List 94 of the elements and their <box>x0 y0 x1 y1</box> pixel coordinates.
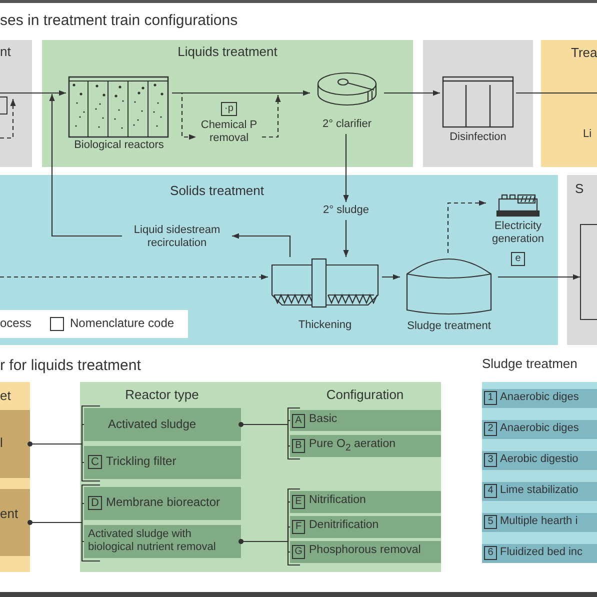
process-label: Membrane bioreactor <box>106 495 222 510</box>
panel-title: Reactor type <box>124 387 200 403</box>
process-label: Anaerobic diges <box>500 422 580 436</box>
option-row <box>482 544 597 563</box>
process-label: Chemical P removal <box>200 119 258 146</box>
panel-title: et <box>0 388 12 404</box>
process-label: Fluidized bed inc <box>500 546 584 560</box>
nomenclature-code: 5 <box>484 515 497 529</box>
process-label: Denitrification <box>309 519 380 533</box>
process-label: Biological reactors <box>73 139 165 152</box>
option-row <box>84 446 241 479</box>
arrow <box>262 95 281 138</box>
panel <box>0 382 30 572</box>
process-label: Activated sludge <box>108 417 198 432</box>
nomenclature-code: 2 <box>484 422 497 436</box>
process-label: 2° clarifier <box>321 118 373 132</box>
option-row <box>0 410 30 478</box>
arrow <box>447 200 486 253</box>
option-row <box>482 389 597 408</box>
option-row <box>0 489 30 556</box>
panel-title: Solids treatment <box>169 183 265 199</box>
nomenclature-code: E <box>292 495 305 509</box>
arrow <box>384 90 440 96</box>
panel <box>541 40 597 167</box>
arrow <box>498 274 580 280</box>
process-box <box>580 224 597 320</box>
process-label: Aerobic digestio <box>500 453 580 466</box>
nomenclature-code: D <box>88 496 102 510</box>
process-label: Activated sludge with biological nutrient removal <box>88 528 217 554</box>
option-row <box>482 482 597 501</box>
process-label: Basic <box>309 413 338 427</box>
panel <box>42 40 413 167</box>
process-label: l <box>0 435 4 451</box>
process-label: Disinfection <box>448 131 508 144</box>
nomenclature-code: 4 <box>484 484 497 498</box>
option-row <box>290 541 441 563</box>
nomenclature-code: 3 <box>484 453 497 467</box>
nomenclature-code: B <box>292 439 305 453</box>
panel <box>567 175 597 345</box>
nomenclature-code: 6 <box>484 546 497 560</box>
option-row <box>482 451 597 470</box>
option-row <box>482 420 597 439</box>
panel-title: S <box>575 181 585 197</box>
legend-label: Nomenclature code <box>70 316 174 330</box>
option-row <box>290 491 441 513</box>
arrow <box>232 233 291 257</box>
process-label: Nitrification <box>309 494 367 508</box>
process-label: Phosphorous removal <box>309 544 422 558</box>
panel-title: Configuration <box>325 387 405 403</box>
connector-line <box>516 92 597 94</box>
process-label: Pure O$_{2}$ aeration <box>309 438 397 454</box>
legend-label: ocess <box>0 316 32 330</box>
panel-title: Sludge treatmen <box>482 356 578 372</box>
arrow <box>0 90 66 96</box>
option-row <box>84 408 241 441</box>
arrow <box>172 92 196 140</box>
nomenclature-code: e <box>511 252 525 266</box>
process-label: ent <box>0 506 20 522</box>
process-label: Thickening <box>297 319 353 332</box>
arrow <box>382 274 400 280</box>
nomenclature-code: C <box>88 455 102 469</box>
arrow <box>343 134 349 202</box>
diagram-title: ses in treatment train configurations <box>0 12 238 30</box>
arrow <box>49 94 122 237</box>
process-label: Sludge treatment <box>406 320 492 334</box>
process-label: Multiple hearth i <box>500 515 579 528</box>
panel <box>482 356 597 565</box>
option-row <box>84 525 241 558</box>
panel-title: Liquids treatment <box>176 44 278 60</box>
nomenclature-code: A <box>292 414 305 428</box>
panel <box>0 40 32 167</box>
arrow <box>343 220 349 257</box>
panel <box>80 382 441 572</box>
section-heading: r for liquids treatment <box>0 357 141 375</box>
option-row <box>290 435 441 457</box>
process-label: Anaerobic diges <box>500 391 580 404</box>
nomenclature-code: ·p <box>221 102 237 116</box>
option-row <box>84 487 241 520</box>
panel <box>0 175 558 345</box>
nomenclature-code: F <box>292 520 305 534</box>
process-label: Electricity generation <box>491 220 545 246</box>
option-row <box>482 513 597 532</box>
process-label: Li <box>583 128 593 142</box>
process-label: Lime stabilizatio <box>500 484 580 498</box>
nomenclature-code: G <box>292 545 305 559</box>
nomenclature-code: 1 <box>484 391 497 405</box>
panel-title: Trea <box>571 45 597 61</box>
arrow <box>0 274 268 280</box>
process-label: Liquid sidestream recirculation <box>132 224 222 250</box>
option-row <box>290 516 441 538</box>
option-row <box>290 410 441 431</box>
process-label: Trickling filter <box>106 454 178 468</box>
process-label: 2° sludge <box>322 204 370 218</box>
panel-title: nt <box>0 44 12 60</box>
